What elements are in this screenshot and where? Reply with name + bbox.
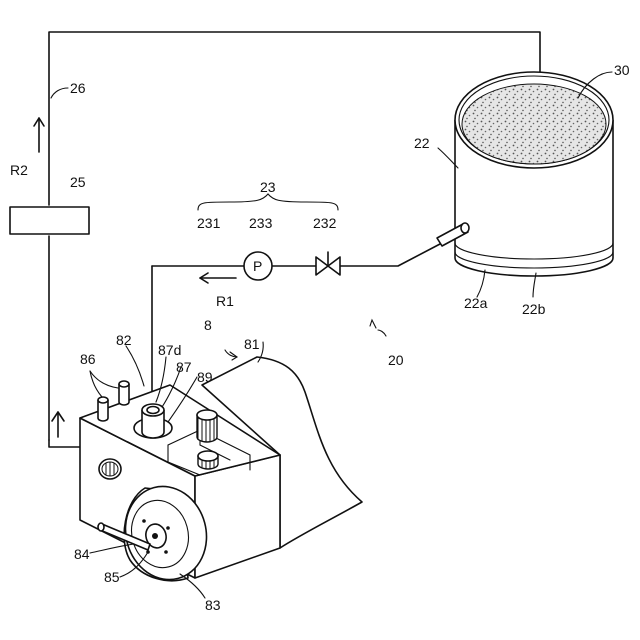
valve-symbol	[316, 252, 340, 275]
side-knob	[99, 459, 121, 479]
label-filter: 25	[70, 174, 86, 190]
label-apparatus: 8	[204, 317, 212, 333]
label-nozzle-tip: 87d	[158, 342, 181, 358]
label-return-pipe: 26	[70, 80, 86, 96]
liquid-surface	[462, 84, 606, 164]
filter-box	[10, 207, 89, 234]
label-liquid: 30	[614, 62, 630, 78]
label-cover: 89	[197, 369, 213, 385]
flow-arrow-r2	[34, 118, 44, 152]
label-flow-r1: R1	[216, 293, 234, 309]
label-disc: 83	[205, 597, 221, 613]
unit-brace	[198, 194, 338, 210]
label-system: 20	[388, 352, 404, 368]
return-start-arrow	[52, 412, 64, 437]
label-tank-bottom-a: 22a	[464, 295, 488, 311]
flow-arrow-r1	[200, 273, 236, 283]
label-pump-symbol: P	[253, 258, 262, 274]
label-ports: 86	[80, 351, 96, 367]
label-flow-r2: R2	[10, 162, 28, 178]
label-tank-bottom-b: 22b	[522, 301, 546, 317]
label-hub: 85	[104, 569, 120, 585]
label-tank: 22	[414, 135, 430, 151]
label-supply-pipe: 231	[197, 215, 221, 231]
small-knob	[198, 451, 218, 469]
label-rod: 84	[74, 546, 90, 562]
label-nozzle: 87	[176, 359, 192, 375]
label-pump-ref: 233	[249, 215, 273, 231]
label-valve: 232	[313, 215, 337, 231]
tank	[455, 72, 613, 276]
knurled-knob	[197, 410, 217, 442]
label-housing: 81	[244, 336, 260, 352]
label-supply-unit: 23	[260, 179, 276, 195]
label-nozzle-a: 82	[116, 332, 132, 348]
